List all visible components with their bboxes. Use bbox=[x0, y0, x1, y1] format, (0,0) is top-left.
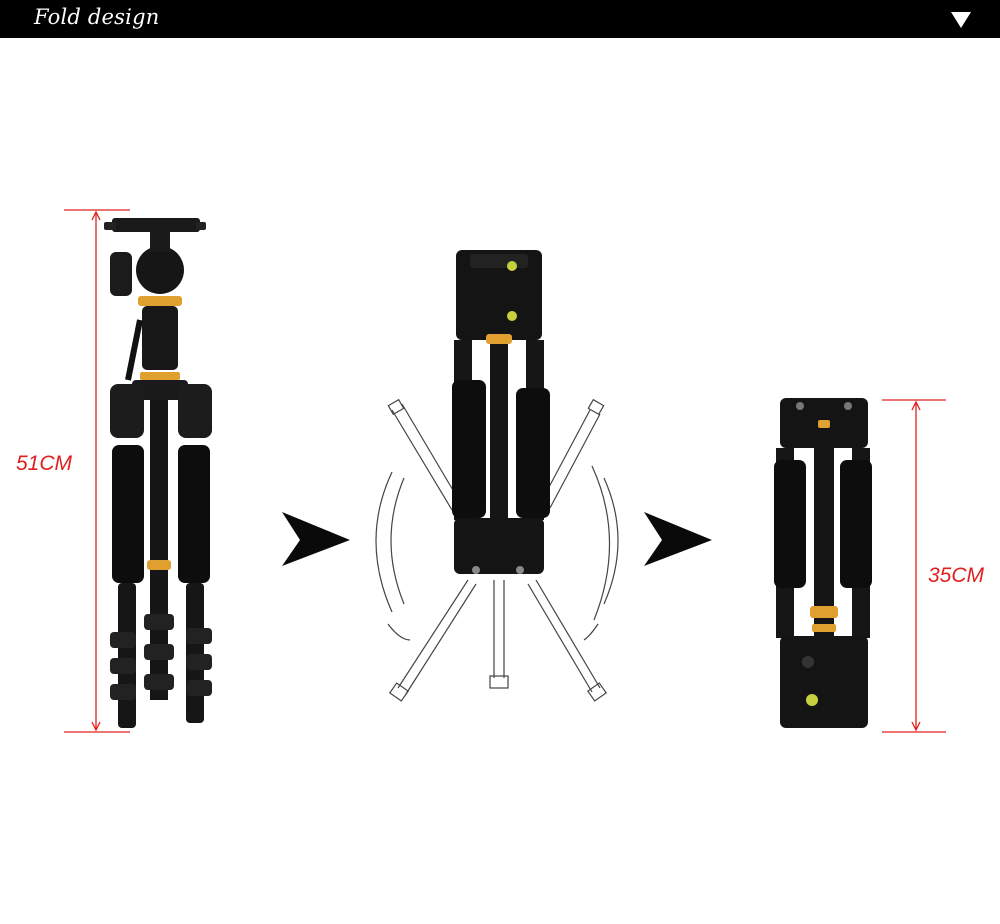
arrow-right-icon bbox=[644, 512, 712, 566]
triangle-down-icon[interactable] bbox=[951, 12, 971, 28]
dimension-line-right bbox=[882, 399, 946, 733]
tripod-folded bbox=[774, 398, 872, 728]
header-bar: Fold design bbox=[0, 0, 1000, 38]
page-title: Fold design bbox=[34, 5, 160, 29]
dimension-label-folded: 35CM bbox=[928, 564, 985, 587]
tripod-unfolded bbox=[104, 218, 212, 728]
dimension-line-left bbox=[64, 209, 130, 733]
arrow-right-icon bbox=[282, 512, 350, 566]
dimension-label-unfolded: 51CM bbox=[16, 452, 73, 475]
tripod-folding bbox=[375, 250, 619, 702]
